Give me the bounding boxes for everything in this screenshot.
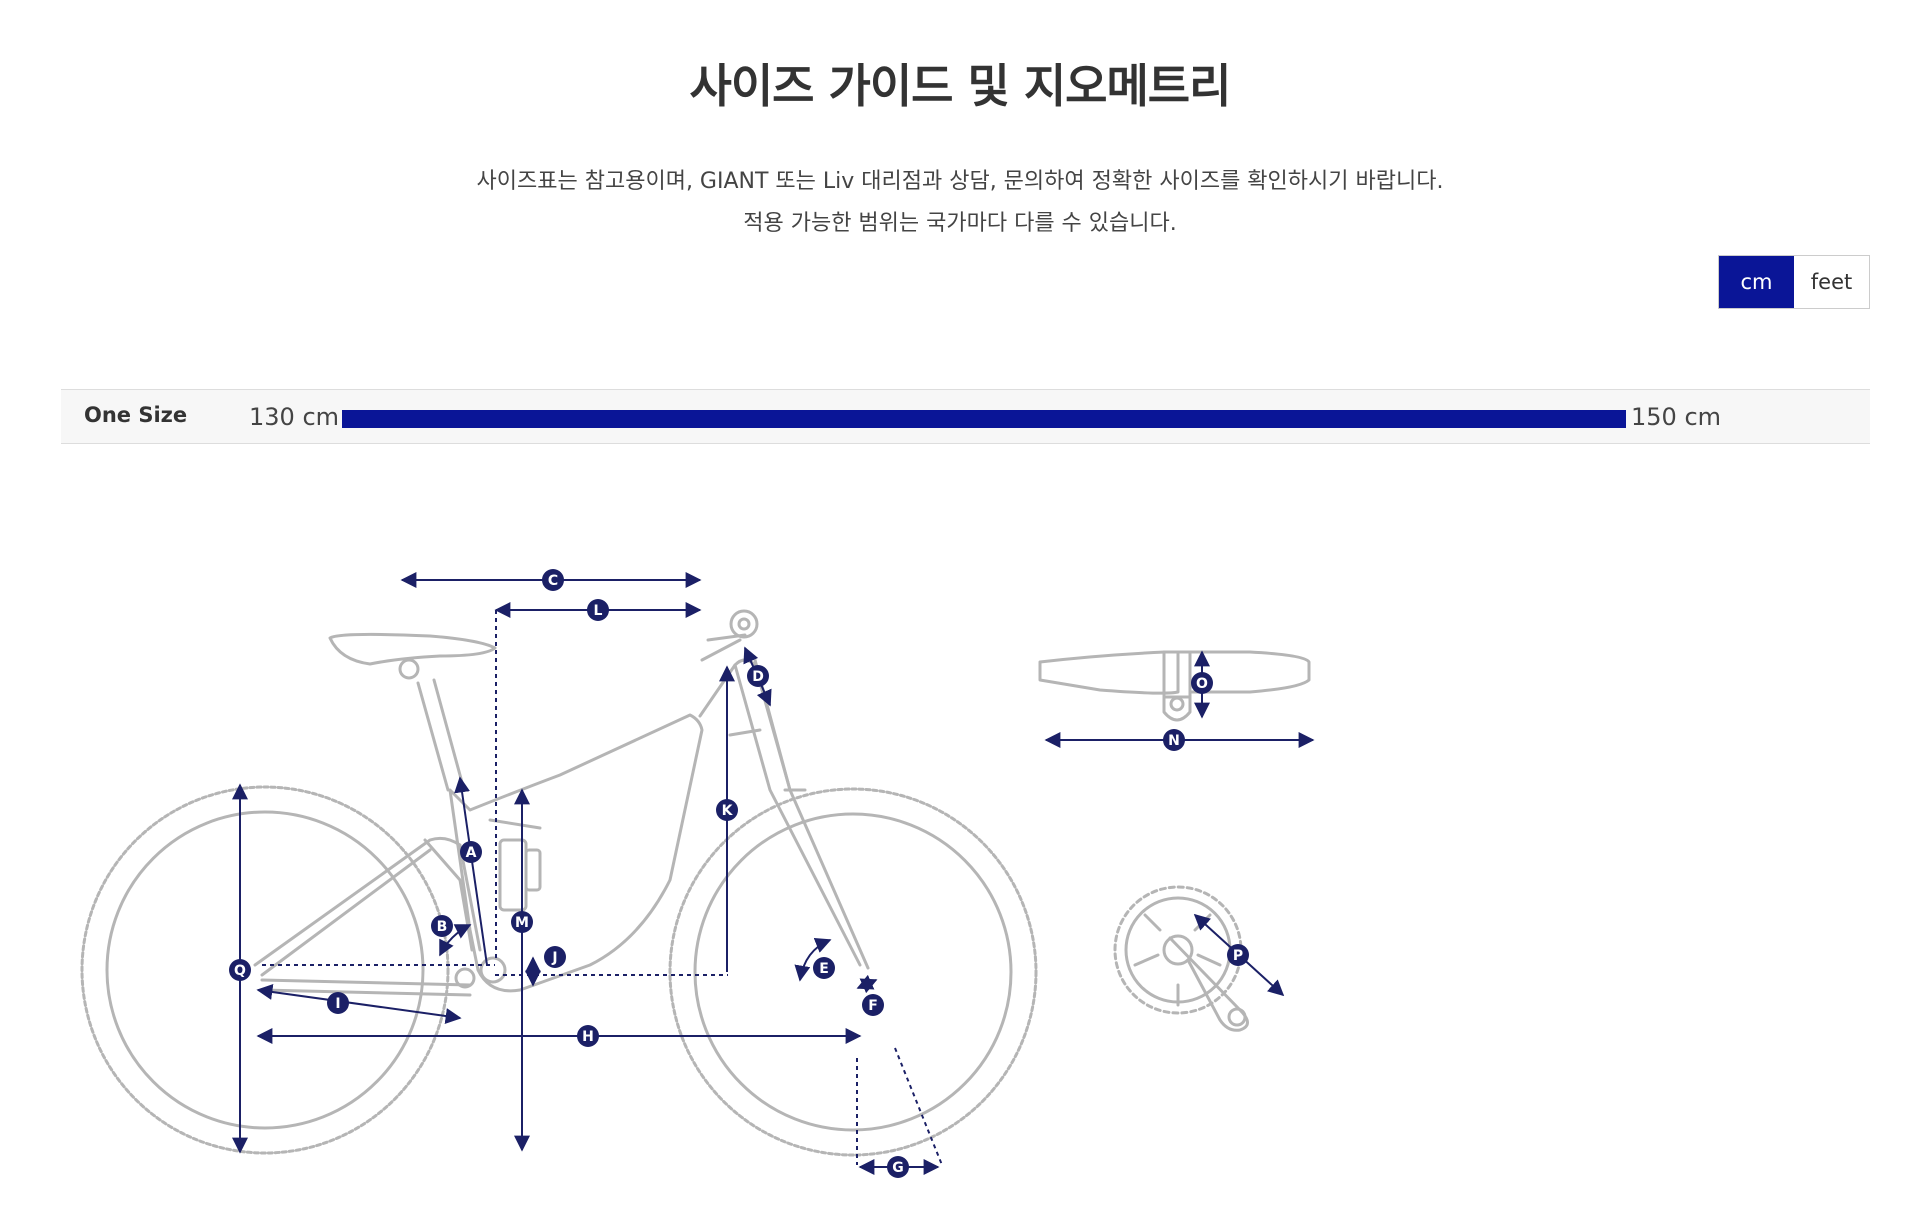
badge-e: E (813, 957, 835, 979)
badge-b: B (431, 915, 453, 937)
badge-q: Q (229, 959, 251, 981)
size-name: One Size (84, 403, 188, 427)
size-min-label: 130 cm (249, 403, 340, 431)
svg-text:J: J (551, 950, 557, 966)
svg-text:Q: Q (234, 963, 246, 979)
page-title: 사이즈 가이드 및 지오메트리 (689, 59, 1232, 113)
badge-j: J (544, 946, 566, 968)
size-range-bar (342, 410, 1626, 428)
badge-m: M (511, 911, 533, 933)
unit-cm-button[interactable]: cm (1719, 256, 1794, 308)
badge-n: N (1163, 729, 1185, 751)
svg-text:K: K (722, 803, 734, 819)
badge-f: F (862, 994, 884, 1016)
svg-text:F: F (868, 998, 878, 1014)
badge-p: P (1227, 944, 1249, 966)
svg-text:H: H (582, 1029, 594, 1045)
front-tire-icon (668, 787, 1038, 1157)
size-guide-notice: 사이즈표는 참고용이며, GIANT 또는 Liv 대리점과 상담, 문의하여 … (476, 169, 1444, 194)
dimension-badges: C L D K A M B J Q I H E F G O N P (229, 569, 1249, 1178)
unit-toggle: cm feet (1718, 255, 1870, 309)
svg-text:N: N (1168, 733, 1180, 749)
handlebar-icon (1038, 650, 1180, 695)
rear-rim-icon (105, 810, 425, 1130)
badge-g: G (887, 1156, 909, 1178)
badge-k: K (716, 799, 738, 821)
badge-i: I (327, 992, 349, 1014)
bottom-bracket-icon (479, 956, 507, 984)
badge-h: H (577, 1025, 599, 1047)
rear-tire-icon (80, 785, 450, 1155)
svg-text:L: L (594, 603, 603, 619)
seatpost-icon (416, 678, 465, 792)
svg-text:M: M (515, 915, 529, 931)
svg-text:B: B (437, 919, 448, 935)
bike-illustration (80, 609, 1311, 1157)
frame-icon (448, 713, 704, 993)
region-notice: 적용 가능한 범위는 국가마다 다를 수 있습니다. (743, 211, 1177, 236)
size-max-label: 150 cm (1631, 403, 1722, 431)
svg-text:D: D (752, 669, 764, 685)
svg-text:A: A (466, 845, 477, 861)
stem-icon (700, 633, 747, 662)
size-range-row: One Size 130 cm 150 cm (61, 389, 1870, 444)
svg-text:O: O (1196, 676, 1208, 692)
front-rim-icon (693, 812, 1013, 1132)
svg-text:G: G (892, 1160, 904, 1176)
svg-text:E: E (819, 961, 829, 977)
svg-text:I: I (335, 996, 340, 1012)
badge-l: L (587, 599, 609, 621)
svg-text:P: P (1233, 948, 1243, 964)
svg-text:C: C (548, 573, 558, 589)
badge-c: C (542, 569, 564, 591)
saddle-icon (328, 632, 497, 666)
unit-feet-button[interactable]: feet (1794, 256, 1869, 308)
badge-d: D (747, 665, 769, 687)
badge-o: O (1191, 672, 1213, 694)
badge-a: A (460, 841, 482, 863)
swingarm-icon (253, 836, 482, 997)
